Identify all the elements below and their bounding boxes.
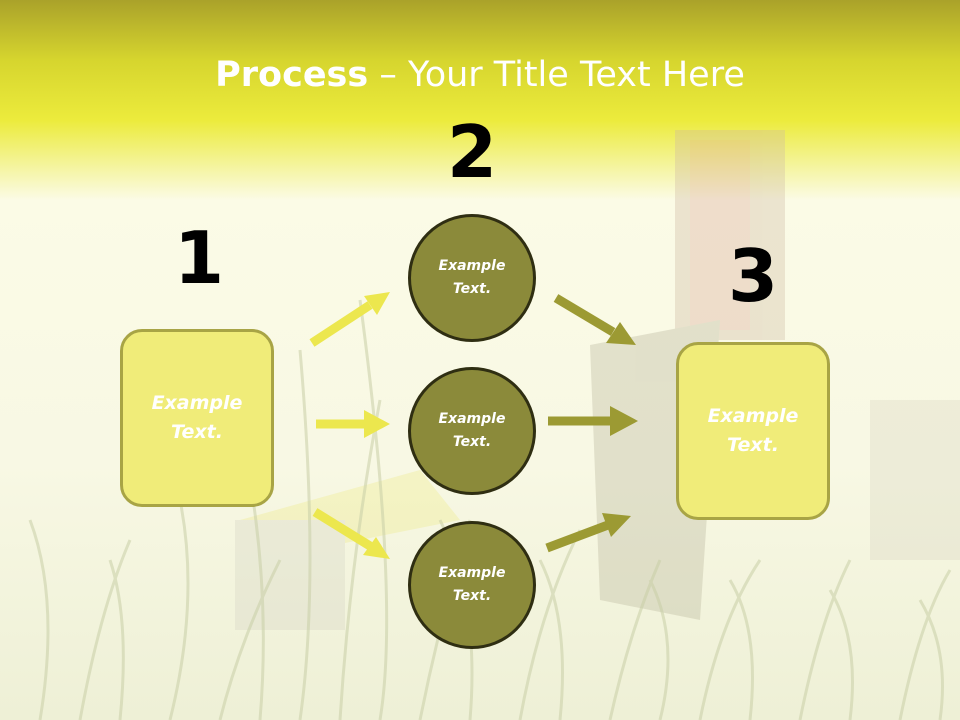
arrow-up-right-right	[545, 513, 631, 553]
arrow-up-right-left	[309, 292, 390, 347]
arrow-right-left	[316, 410, 390, 438]
arrow-down-right-right	[553, 294, 636, 345]
step-1-label: Example Text.	[151, 392, 243, 443]
title-bold: Process	[215, 55, 369, 95]
circle-3[interactable]: Example Text.	[408, 521, 536, 649]
step-1-box[interactable]: Example Text.	[120, 329, 274, 507]
circle-3-label: Example Text.	[438, 565, 506, 604]
step-number-3: 3	[727, 234, 779, 318]
step-number-2: 2	[446, 110, 498, 194]
right-arrows	[545, 294, 638, 553]
step-3-box[interactable]: Example Text.	[676, 342, 830, 520]
step-3-label: Example Text.	[707, 405, 799, 456]
circle-2-label: Example Text.	[438, 411, 506, 450]
step-number-1: 1	[173, 216, 225, 300]
slide-title: Process – Your Title Text Here	[0, 52, 960, 98]
left-arrows	[309, 292, 390, 559]
circle-2[interactable]: Example Text.	[408, 367, 536, 495]
circle-1-label: Example Text.	[438, 258, 506, 297]
arrow-down-right-left	[312, 508, 390, 559]
arrow-right-right	[548, 406, 638, 436]
circle-1[interactable]: Example Text.	[408, 214, 536, 342]
title-rest: – Your Title Text Here	[368, 55, 745, 95]
